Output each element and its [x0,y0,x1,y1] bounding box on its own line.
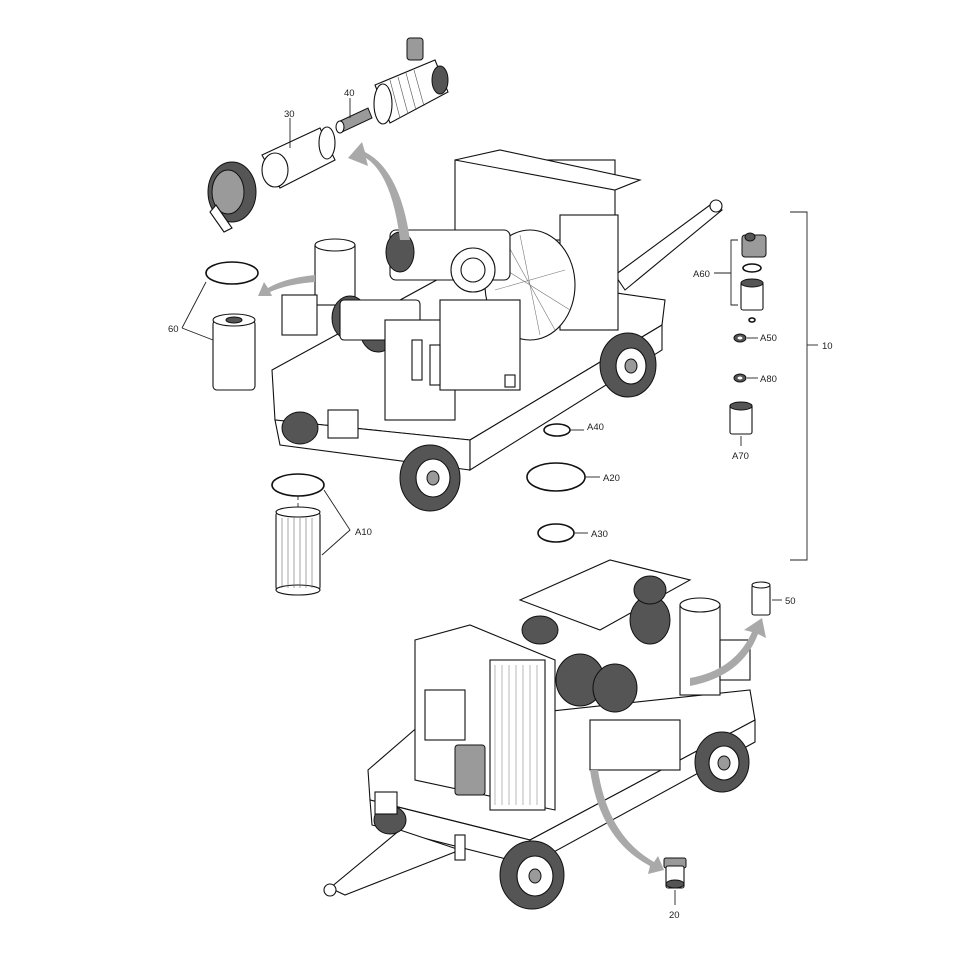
service-kit-bracket: 10 [790,211,833,561]
label-40: 40 [344,88,355,99]
separator-seal-icon [205,261,259,285]
fuel-filter-20: 20 [663,857,687,921]
arrow-air-filter [348,142,410,240]
arrow-element-50 [690,618,766,686]
label-10: 10 [822,341,833,352]
label-a10: A10 [355,527,372,538]
oil-filter-head-a60: A60 [693,232,767,323]
arrow-separator [258,275,315,296]
seal-a30-icon [537,523,575,543]
seal-a40-icon [543,423,571,437]
label-a50: A50 [760,333,777,344]
separator-element: 60 [168,261,259,391]
label-30: 30 [284,109,295,120]
label-a40: A40 [587,422,604,433]
air-filter-assembly: 30 40 [207,37,449,233]
label-a60: A60 [693,269,710,280]
arrow-fuel-filter [590,770,664,874]
compressor-unit-top [271,149,724,512]
air-filter-a10: A10 [271,473,372,596]
label-a30: A30 [591,529,608,540]
label-a70: A70 [732,451,749,462]
label-60: 60 [168,324,179,335]
seal-a20-icon [526,462,586,492]
oil-filter-a70: A70 [729,401,753,462]
element-50: 50 [751,581,796,616]
label-a20: A20 [603,473,620,484]
label-a80: A80 [760,374,777,385]
label-20: 20 [669,910,680,921]
label-50: 50 [785,596,796,607]
compressor-unit-bottom [323,559,756,910]
